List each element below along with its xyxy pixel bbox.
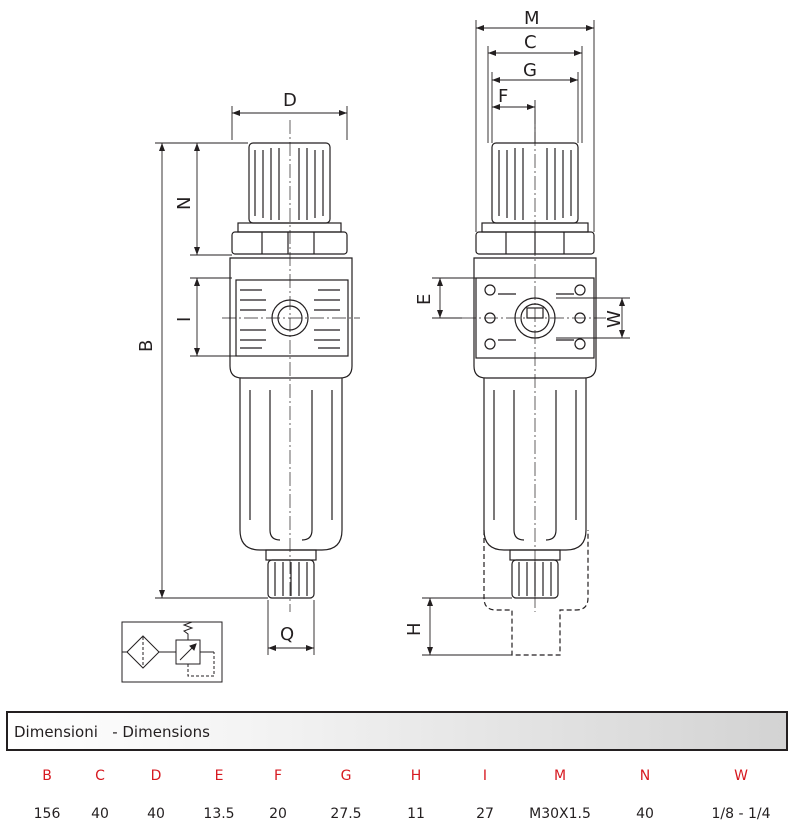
table-header-c: C: [95, 768, 105, 784]
pneumatic-symbol: [121, 621, 223, 683]
dim-label-n: N: [174, 197, 195, 210]
dim-label-q: Q: [280, 624, 294, 645]
dim-label-h: H: [404, 622, 425, 636]
banner-title: Dimensioni - Dimensions: [14, 723, 210, 741]
table-value-h: 11: [407, 806, 425, 822]
front-view: [222, 120, 360, 612]
side-view: [462, 110, 606, 656]
table-header-m: M: [553, 768, 567, 784]
table-header-g: G: [340, 768, 352, 784]
table-value-b: 156: [33, 806, 61, 822]
dim-label-w: W: [604, 310, 625, 328]
dimensions-banner: Dimensioni - Dimensions: [6, 711, 788, 751]
dim-label-d: D: [283, 90, 297, 111]
table-header-e: E: [214, 768, 224, 784]
table-value-g: 27.5: [330, 806, 362, 822]
technical-drawing: D B N I Q M C G F E W H: [121, 8, 630, 683]
table-value-m: M30X1.5: [529, 806, 591, 822]
dim-label-m: M: [524, 8, 540, 29]
dim-label-e: E: [414, 294, 435, 305]
dim-label-f: F: [498, 86, 508, 107]
front-dimensions: [155, 106, 348, 655]
side-dimensions: [422, 20, 630, 656]
table-value-e: 13.5: [203, 806, 235, 822]
table-header-d: D: [150, 768, 162, 784]
table-value-w: 1/8 - 1/4: [711, 806, 771, 822]
table-value-c: 40: [91, 806, 109, 822]
table-header-n: N: [639, 768, 651, 784]
dimension-arrows: [159, 25, 625, 655]
dim-label-b: B: [136, 340, 157, 352]
table-value-f: 20: [269, 806, 287, 822]
table-header-f: F: [273, 768, 283, 784]
dim-label-g: G: [523, 60, 537, 81]
table-header-w: W: [734, 768, 748, 784]
table-value-i: 27: [476, 806, 494, 822]
table-header-i: I: [482, 768, 488, 784]
table-value-d: 40: [147, 806, 165, 822]
dim-label-c: C: [524, 32, 537, 53]
table-value-n: 40: [636, 806, 654, 822]
table-header-b: B: [42, 768, 52, 784]
dim-label-i: I: [174, 317, 195, 322]
table-header-h: H: [410, 768, 422, 784]
